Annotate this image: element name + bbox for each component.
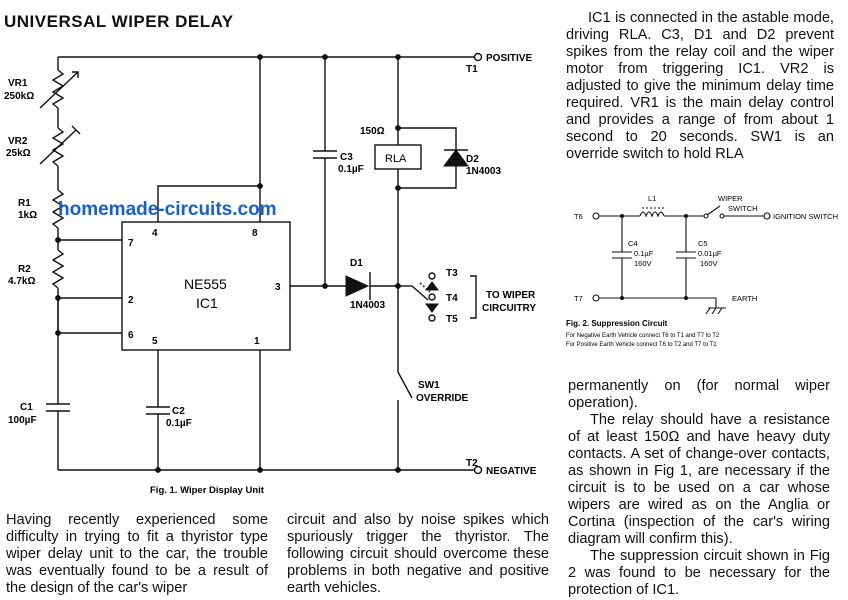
wiper-switch-label-b: SWITCH: [728, 204, 758, 213]
t4-label: T4: [446, 293, 458, 304]
ic-name: NE555: [184, 276, 227, 292]
d1-value: 1N4003: [350, 300, 385, 311]
wiper-label-b: CIRCUITRY: [482, 303, 536, 314]
c3-value: 0.1µF: [338, 164, 364, 175]
t7-label: T7: [574, 294, 583, 303]
fig1-caption: Fig. 1. Wiper Display Unit: [150, 485, 265, 496]
paragraph-intro-continued: circuit and also by noise spikes which s…: [287, 512, 549, 596]
article-title: UNIVERSAL WIPER DELAY: [4, 12, 234, 31]
negative-label: NEGATIVE: [486, 466, 537, 477]
vr1-value: 250kΩ: [4, 91, 34, 102]
t6-label: T6: [574, 212, 583, 221]
pin-5: 5: [152, 336, 158, 347]
pin-6: 6: [128, 330, 134, 341]
right-column-continued: permanently on (for normal wiper operati…: [568, 378, 830, 599]
paragraph-astable: IC1 is connected in the astable mode, dr…: [566, 10, 834, 162]
positive-label: POSITIVE: [486, 53, 532, 64]
r1-value: 1kΩ: [18, 210, 37, 221]
sw1-label: SW1: [418, 380, 440, 391]
c4-label: C4: [628, 239, 638, 248]
right-column-text: IC1 is connected in the astable mode, dr…: [566, 10, 834, 163]
c4-voltage: 160V: [634, 259, 652, 268]
pin-3: 3: [275, 282, 281, 293]
sw1-name: OVERRIDE: [416, 393, 469, 404]
fig2-caption: Fig. 2. Suppression Circuit: [566, 319, 668, 328]
r1-label: R1: [18, 198, 31, 209]
fig2-schematic: T6 T7 L1 C4 0.1µF 160V C5 0.01µF 160V WI…: [566, 194, 838, 348]
relay-label: RLA: [385, 153, 407, 165]
fig2-note-negative: For Negative Earth Vehicle connect T6 to…: [566, 333, 720, 339]
c4-value: 0.1µF: [634, 249, 654, 258]
fig2-note-positive: For Positive Earth Vehicle connect T6 to…: [566, 342, 717, 348]
paragraph-intro: Having recently experienced some difficu…: [6, 512, 268, 596]
r2-value: 4.7kΩ: [8, 276, 35, 287]
paragraph-relay: The relay should have a resistance of at…: [568, 412, 830, 547]
t1-label: T1: [466, 64, 478, 75]
paragraph-permanent: permanently on (for normal wiper operati…: [568, 378, 830, 411]
vr2-value: 25kΩ: [6, 148, 31, 159]
c2-label: C2: [172, 406, 185, 417]
c5-voltage: 160V: [700, 259, 718, 268]
watermark: homemade-circuits.com: [58, 199, 277, 220]
d2-value: 1N4003: [466, 166, 501, 177]
c3-label: C3: [340, 152, 353, 163]
wiper-label-a: TO WIPER: [486, 290, 536, 301]
vr2-label: VR2: [8, 136, 28, 147]
ignition-switch-label: IGNITION SWITCH: [773, 212, 838, 221]
c1-label: C1: [20, 402, 33, 413]
pin-1: 1: [254, 336, 260, 347]
c5-label: C5: [698, 239, 708, 248]
d1-label: D1: [350, 258, 363, 269]
t5-label: T5: [446, 314, 458, 325]
c1-value: 100µF: [8, 415, 37, 426]
pin-8: 8: [252, 228, 258, 239]
pin-7: 7: [128, 238, 134, 249]
t3-label: T3: [446, 268, 458, 279]
fig1-schematic: VR1 250kΩ VR2 25kΩ R1 1kΩ R2 4.7kΩ C1 10…: [4, 52, 537, 496]
c2-value: 0.1µF: [166, 418, 192, 429]
pin-2: 2: [128, 295, 134, 306]
c5-value: 0.01µF: [698, 249, 722, 258]
pin-4: 4: [152, 228, 158, 239]
d2-label: D2: [466, 154, 479, 165]
wiper-switch-label-a: WIPER: [718, 194, 743, 203]
earth-label: EARTH: [732, 294, 757, 303]
ic-ref: IC1: [196, 295, 218, 311]
t2-label: T2: [466, 458, 478, 469]
relay-resistance: 150Ω: [360, 126, 385, 137]
vr1-label: VR1: [8, 78, 28, 89]
l1-label: L1: [648, 194, 656, 203]
r2-label: R2: [18, 264, 31, 275]
paragraph-suppression: The suppression circuit shown in Fig 2 w…: [568, 548, 830, 598]
